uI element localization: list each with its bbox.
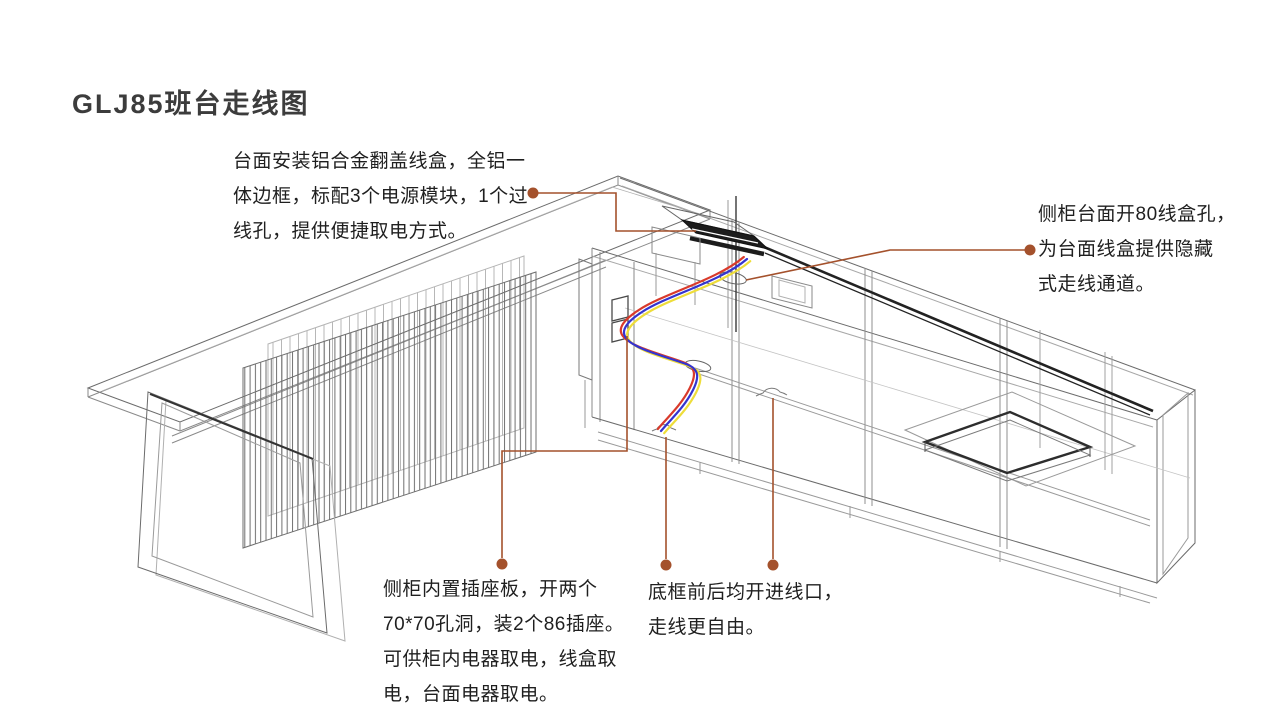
leader-dot [660, 559, 672, 571]
leader-dot [767, 559, 779, 571]
annotation-line: 可供柜内电器取电，线盒取 [383, 649, 618, 670]
annotation-socket-panel: 侧柜内置插座板，开两个 70*70孔洞，装2个86插座。 可供柜内电器取电，线盒… [383, 572, 624, 712]
annotation-line: 式走线通道。 [1038, 274, 1156, 295]
leader-dot [527, 187, 539, 199]
leader-line-socket [501, 336, 628, 558]
desk-wireframe [86, 175, 712, 642]
annotation-line: 侧柜台面开80线盒孔， [1038, 204, 1236, 225]
annotation-line: 底框前后均开进线口， [648, 582, 844, 603]
cabinet-wireframe [591, 177, 1196, 604]
annotation-side-hole: 侧柜台面开80线盒孔， 为台面线盒提供隐藏 式走线通道。 [1038, 197, 1236, 302]
page-title: GLJ85班台走线图 [72, 89, 310, 119]
annotation-inlet: 底框前后均开进线口， 走线更自由。 [648, 575, 843, 645]
annotation-line: 体边框，标配3个电源模块，1个过 [233, 186, 529, 207]
power-wires [619, 255, 752, 435]
slat-panel-front [242, 271, 537, 549]
wiring-channel-rail [763, 245, 1154, 416]
annotation-line: 70*70孔洞，装2个86插座。 [383, 614, 625, 635]
annotation-line: 走线更自由。 [648, 617, 766, 638]
annotation-cable-box: 台面安装铝合金翻盖线盒，全铝一 体边框，标配3个电源模块，1个过 线孔，提供便捷… [233, 144, 528, 249]
cable-box [651, 205, 770, 305]
leader-dots [496, 187, 1036, 571]
leader-lines [501, 192, 1026, 559]
annotation-line: 线孔，提供便捷取电方式。 [233, 221, 468, 242]
annotation-line: 为台面线盒提供隐藏 [1038, 239, 1214, 260]
inlet-notch-rear [755, 387, 788, 397]
leader-dot [1024, 244, 1036, 256]
leader-line-side-hole [745, 249, 1026, 281]
inlet-notch-front [651, 424, 677, 432]
annotation-line: 台面安装铝合金翻盖线盒，全铝一 [233, 151, 526, 172]
wire-red-strand [619, 255, 745, 431]
wire-blue-strand [622, 257, 749, 433]
annotation-line: 电，台面电器取电。 [383, 684, 559, 705]
drawer-frame [903, 391, 1137, 487]
leader-line-cable-box [538, 192, 696, 232]
corner-details [578, 196, 788, 432]
desk-leg-frame [137, 391, 346, 642]
leader-dot [496, 558, 508, 570]
annotation-line: 侧柜内置插座板，开两个 [383, 579, 598, 600]
